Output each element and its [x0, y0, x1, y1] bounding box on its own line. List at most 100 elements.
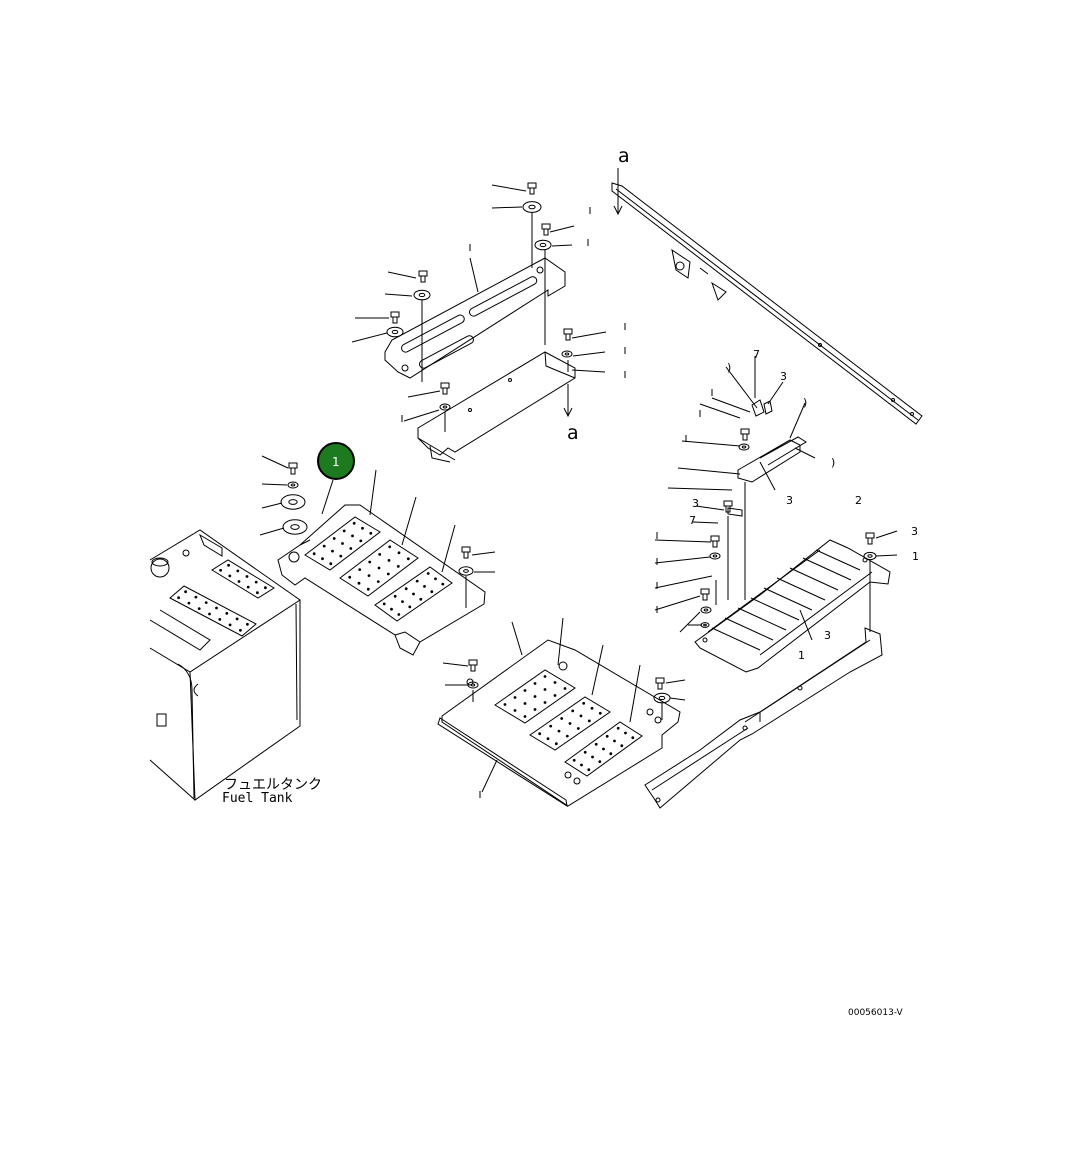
lower-side-rail	[644, 627, 883, 809]
rail-hole	[655, 797, 661, 803]
plate-slot	[469, 276, 538, 317]
rail-hole	[891, 398, 895, 402]
perforation-hole	[423, 585, 426, 588]
step-rail	[437, 717, 568, 808]
perforation-hole	[351, 534, 354, 538]
perforation-hole	[245, 575, 249, 578]
plate-hole	[702, 637, 708, 643]
perforation-hole	[533, 695, 537, 698]
step-panel	[339, 539, 419, 597]
view-arrow	[563, 384, 573, 418]
step-grating	[707, 549, 873, 656]
washer-hole	[391, 329, 399, 335]
washer-hole	[463, 569, 469, 573]
perforation-hole	[616, 726, 620, 730]
leader-line	[794, 447, 816, 459]
washer	[700, 606, 712, 614]
leader-line	[875, 554, 898, 557]
callout-badge-circle[interactable]	[317, 442, 355, 480]
washer	[534, 239, 552, 251]
tank-hole	[182, 549, 190, 557]
perforation-hole	[549, 724, 553, 728]
washer	[458, 566, 474, 576]
washer	[653, 692, 671, 704]
leader-line	[677, 467, 741, 475]
perforation-hole	[523, 689, 527, 692]
washer-hole	[658, 695, 666, 701]
ref-mark: 3	[786, 494, 793, 507]
perforation-hole	[582, 701, 586, 705]
perforation-hole	[237, 580, 241, 583]
long-rail	[611, 182, 923, 425]
perforation-hole	[348, 575, 352, 579]
perforation-hole	[228, 623, 232, 627]
ref-mark: )	[727, 361, 731, 374]
leader-line	[261, 455, 289, 469]
leader-line	[654, 539, 712, 543]
ref-mark: 3	[824, 629, 831, 642]
callout-badge-1[interactable]: 1	[317, 442, 355, 480]
perforation-hole	[620, 744, 624, 748]
perforation-hole	[426, 572, 430, 575]
washer	[287, 481, 299, 489]
perforation-hole	[553, 681, 557, 684]
leader-line	[875, 530, 898, 539]
perforation-hole	[218, 618, 222, 621]
leader-line	[799, 609, 813, 641]
leader-line	[667, 487, 733, 491]
perforation-hole	[583, 750, 587, 754]
perforation-hole	[397, 613, 401, 616]
washer	[386, 326, 404, 338]
perforation-hole	[390, 607, 393, 611]
callout-badge-label[interactable]: 1	[332, 455, 340, 469]
perforation-hole	[441, 582, 445, 586]
perforation-hole	[184, 590, 188, 594]
leader-line	[629, 664, 641, 723]
ref-mark: 1	[912, 550, 919, 563]
fuel-tank-label-en: Fuel Tank	[222, 791, 293, 806]
leader-line	[695, 505, 725, 511]
rail-bracket	[671, 248, 727, 301]
leader-line	[665, 679, 686, 684]
washer	[709, 552, 721, 560]
perforation-hole	[404, 587, 408, 591]
step-panel	[529, 696, 611, 751]
perforation-hole	[235, 617, 239, 621]
perforation-hole	[219, 568, 223, 572]
leader-line	[681, 440, 741, 447]
perforation-hole	[208, 612, 211, 616]
washer-hole	[564, 352, 570, 356]
ref-mark: )	[831, 456, 835, 469]
washer	[561, 350, 573, 358]
perforation-hole	[177, 596, 181, 600]
perforation-hole	[369, 531, 373, 535]
fuel-tank-label-ja: フュエルタンク	[224, 777, 322, 793]
perforation-hole	[434, 577, 437, 581]
ref-mark: )	[803, 396, 807, 409]
perforation-hole	[412, 592, 415, 596]
leader-line	[442, 662, 469, 667]
leader-line	[259, 527, 285, 536]
perforation-hole	[598, 760, 602, 764]
view-marker-a-bottom: a	[567, 422, 579, 444]
leader-line	[471, 551, 496, 556]
rail-hole	[675, 261, 685, 271]
bolt	[655, 677, 665, 690]
perforation-hole	[377, 566, 381, 570]
leader-line	[711, 397, 751, 413]
plate-hole	[536, 266, 544, 274]
perforation-hole	[546, 737, 550, 741]
washer-hole	[290, 524, 300, 530]
ref-mark: 3	[692, 497, 699, 510]
step-panel	[304, 516, 381, 571]
leader-line	[692, 521, 719, 524]
bolt	[527, 182, 537, 195]
perforation-hole	[322, 544, 326, 548]
perforation-hole	[605, 734, 609, 738]
bolt	[740, 428, 750, 441]
leader-line	[401, 496, 417, 546]
perforation-hole	[533, 682, 537, 685]
rail-hole	[797, 685, 803, 691]
upper-angle-plate	[417, 351, 576, 456]
